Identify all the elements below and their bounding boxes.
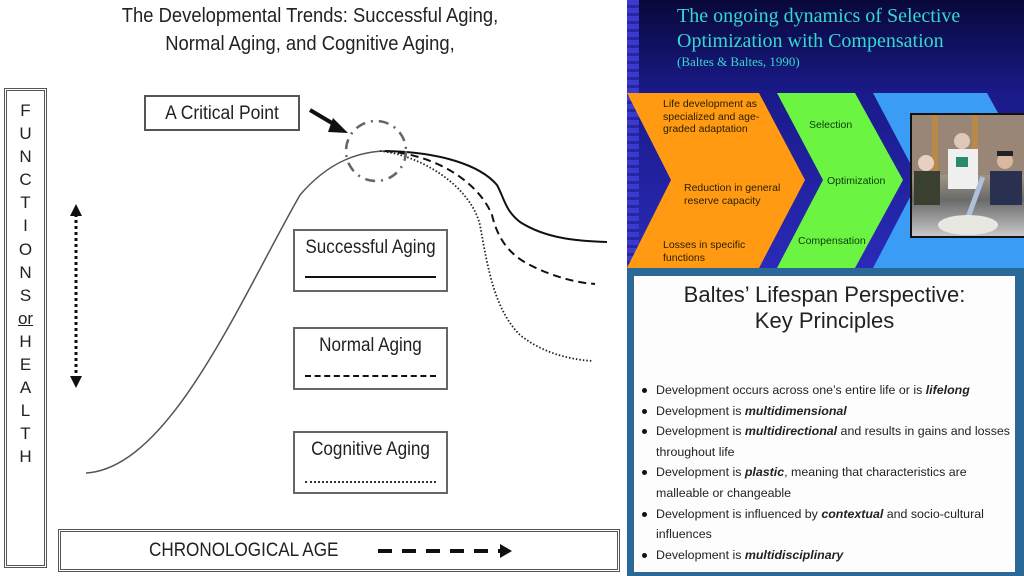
y-axis-letter: or	[17, 308, 34, 328]
critical-point-circle	[344, 119, 408, 183]
principle-keyword: contextual	[821, 506, 884, 521]
bullet-icon	[642, 408, 647, 414]
principle-text: Development is	[656, 424, 745, 439]
principle-text: and socio-cultural influences	[656, 506, 984, 542]
bullet-icon	[642, 388, 647, 393]
orange-item-1: Life development as specialized and age-…	[663, 98, 760, 135]
y-axis-letter: I	[23, 216, 28, 236]
principle-keyword: multidimensional	[744, 403, 847, 418]
slide-decoration-strip	[627, 0, 639, 268]
principle-keyword: multidisciplinary	[744, 547, 844, 562]
soc-title: The ongoing dynamics of Selective Optimi…	[677, 5, 961, 52]
baltes-content: Baltes’ Lifespan Perspective: Key Princi…	[634, 276, 1015, 572]
x-axis-arrow-icon	[378, 544, 512, 558]
cognitive-aging-line	[379, 150, 594, 362]
y-axis-letter: L	[20, 401, 31, 421]
bullet-icon	[642, 511, 647, 517]
principle-item: Development is multidisciplinary	[642, 545, 1014, 566]
developmental-trends-slide: The Developmental Trends: Successful Agi…	[4, 5, 620, 572]
legend-dotted-swatch	[305, 481, 436, 483]
principle-item: Development is multidimensional	[642, 401, 1014, 422]
critical-point-label-box: A Critical Point	[144, 95, 300, 131]
successful-aging-line	[384, 150, 608, 243]
critical-point-arrow-icon	[308, 108, 348, 133]
baltes-slide: Baltes’ Lifespan Perspective: Key Princi…	[627, 268, 1024, 576]
y-axis-letter: S	[19, 285, 32, 305]
y-axis-letter: E	[19, 355, 32, 375]
y-axis-letter: N	[19, 147, 32, 167]
principle-keyword: multidirectional	[744, 424, 838, 439]
legend-dashed-swatch	[305, 375, 436, 377]
y-axis-letter: O	[18, 239, 33, 259]
bullet-icon	[642, 470, 647, 476]
y-axis-letter: C	[19, 170, 32, 190]
bullet-icon	[642, 552, 647, 558]
elderly-exercise-photo	[910, 113, 1024, 238]
principle-text: and results in gains and losses througho…	[656, 424, 1010, 459]
y-axis-letter: A	[19, 378, 32, 398]
trend-curves	[70, 108, 608, 558]
legend-cognitive-aging: Cognitive Aging	[293, 431, 448, 494]
vertical-double-arrow-icon	[70, 204, 82, 388]
green-item-compensation: Compensation	[798, 235, 866, 247]
principle-item: Development occurs across one’s entire l…	[642, 380, 1014, 401]
orange-item-3: Losses in specific functions	[663, 239, 746, 264]
green-item-optimization: Optimization	[827, 175, 886, 187]
trends-title: The Developmental Trends: Successful Agi…	[121, 5, 499, 55]
principle-keyword: lifelong	[925, 383, 970, 397]
y-axis-letter: H	[19, 447, 32, 467]
y-axis-letter: N	[19, 262, 32, 282]
y-axis-letter: H	[19, 331, 32, 351]
principle-item: Development is influenced by contextual …	[642, 504, 1014, 545]
principle-keyword: plastic	[744, 465, 785, 480]
principle-text: Development occurs across one’s entire l…	[656, 383, 926, 397]
orange-chevron	[627, 93, 805, 268]
legend-normal-aging: Normal Aging	[293, 327, 448, 390]
y-axis-letter: T	[20, 193, 31, 213]
green-chevron	[777, 93, 903, 268]
principle-text: Development is	[656, 465, 745, 480]
baltes-title: Baltes’ Lifespan Perspective: Key Princi…	[683, 282, 966, 333]
y-axis-letter: U	[19, 124, 32, 144]
principle-item: Development is multidirectional and resu…	[642, 421, 1014, 462]
y-axis-letter: F	[20, 101, 31, 120]
y-axis-letter: T	[20, 424, 31, 444]
orange-item-2: Reduction in general reserve capacity	[684, 182, 781, 207]
legend-successful-aging: Successful Aging	[293, 229, 448, 292]
green-item-selection: Selection	[809, 119, 853, 131]
principles-list: Development occurs across one’s entire l…	[642, 380, 1014, 565]
soc-citation: (Baltes & Baltes, 1990)	[677, 54, 800, 69]
principle-text: Development is	[656, 403, 745, 418]
principle-item: Development is plastic, meaning that cha…	[642, 462, 1014, 503]
rising-curve	[85, 150, 386, 474]
principle-text: , meaning that characteristics are malle…	[656, 465, 967, 500]
soc-slide: The ongoing dynamics of Selective Optimi…	[627, 0, 1024, 268]
principle-text: Development is influenced by	[656, 506, 822, 521]
legend-solid-swatch	[305, 276, 436, 278]
x-axis-box: CHRONOLOGICAL AGE	[58, 529, 620, 572]
photo-illustration	[912, 115, 1024, 235]
principle-text: Development is	[656, 547, 745, 562]
bullet-icon	[642, 429, 647, 435]
right-panel: The ongoing dynamics of Selective Optimi…	[622, 0, 1024, 576]
